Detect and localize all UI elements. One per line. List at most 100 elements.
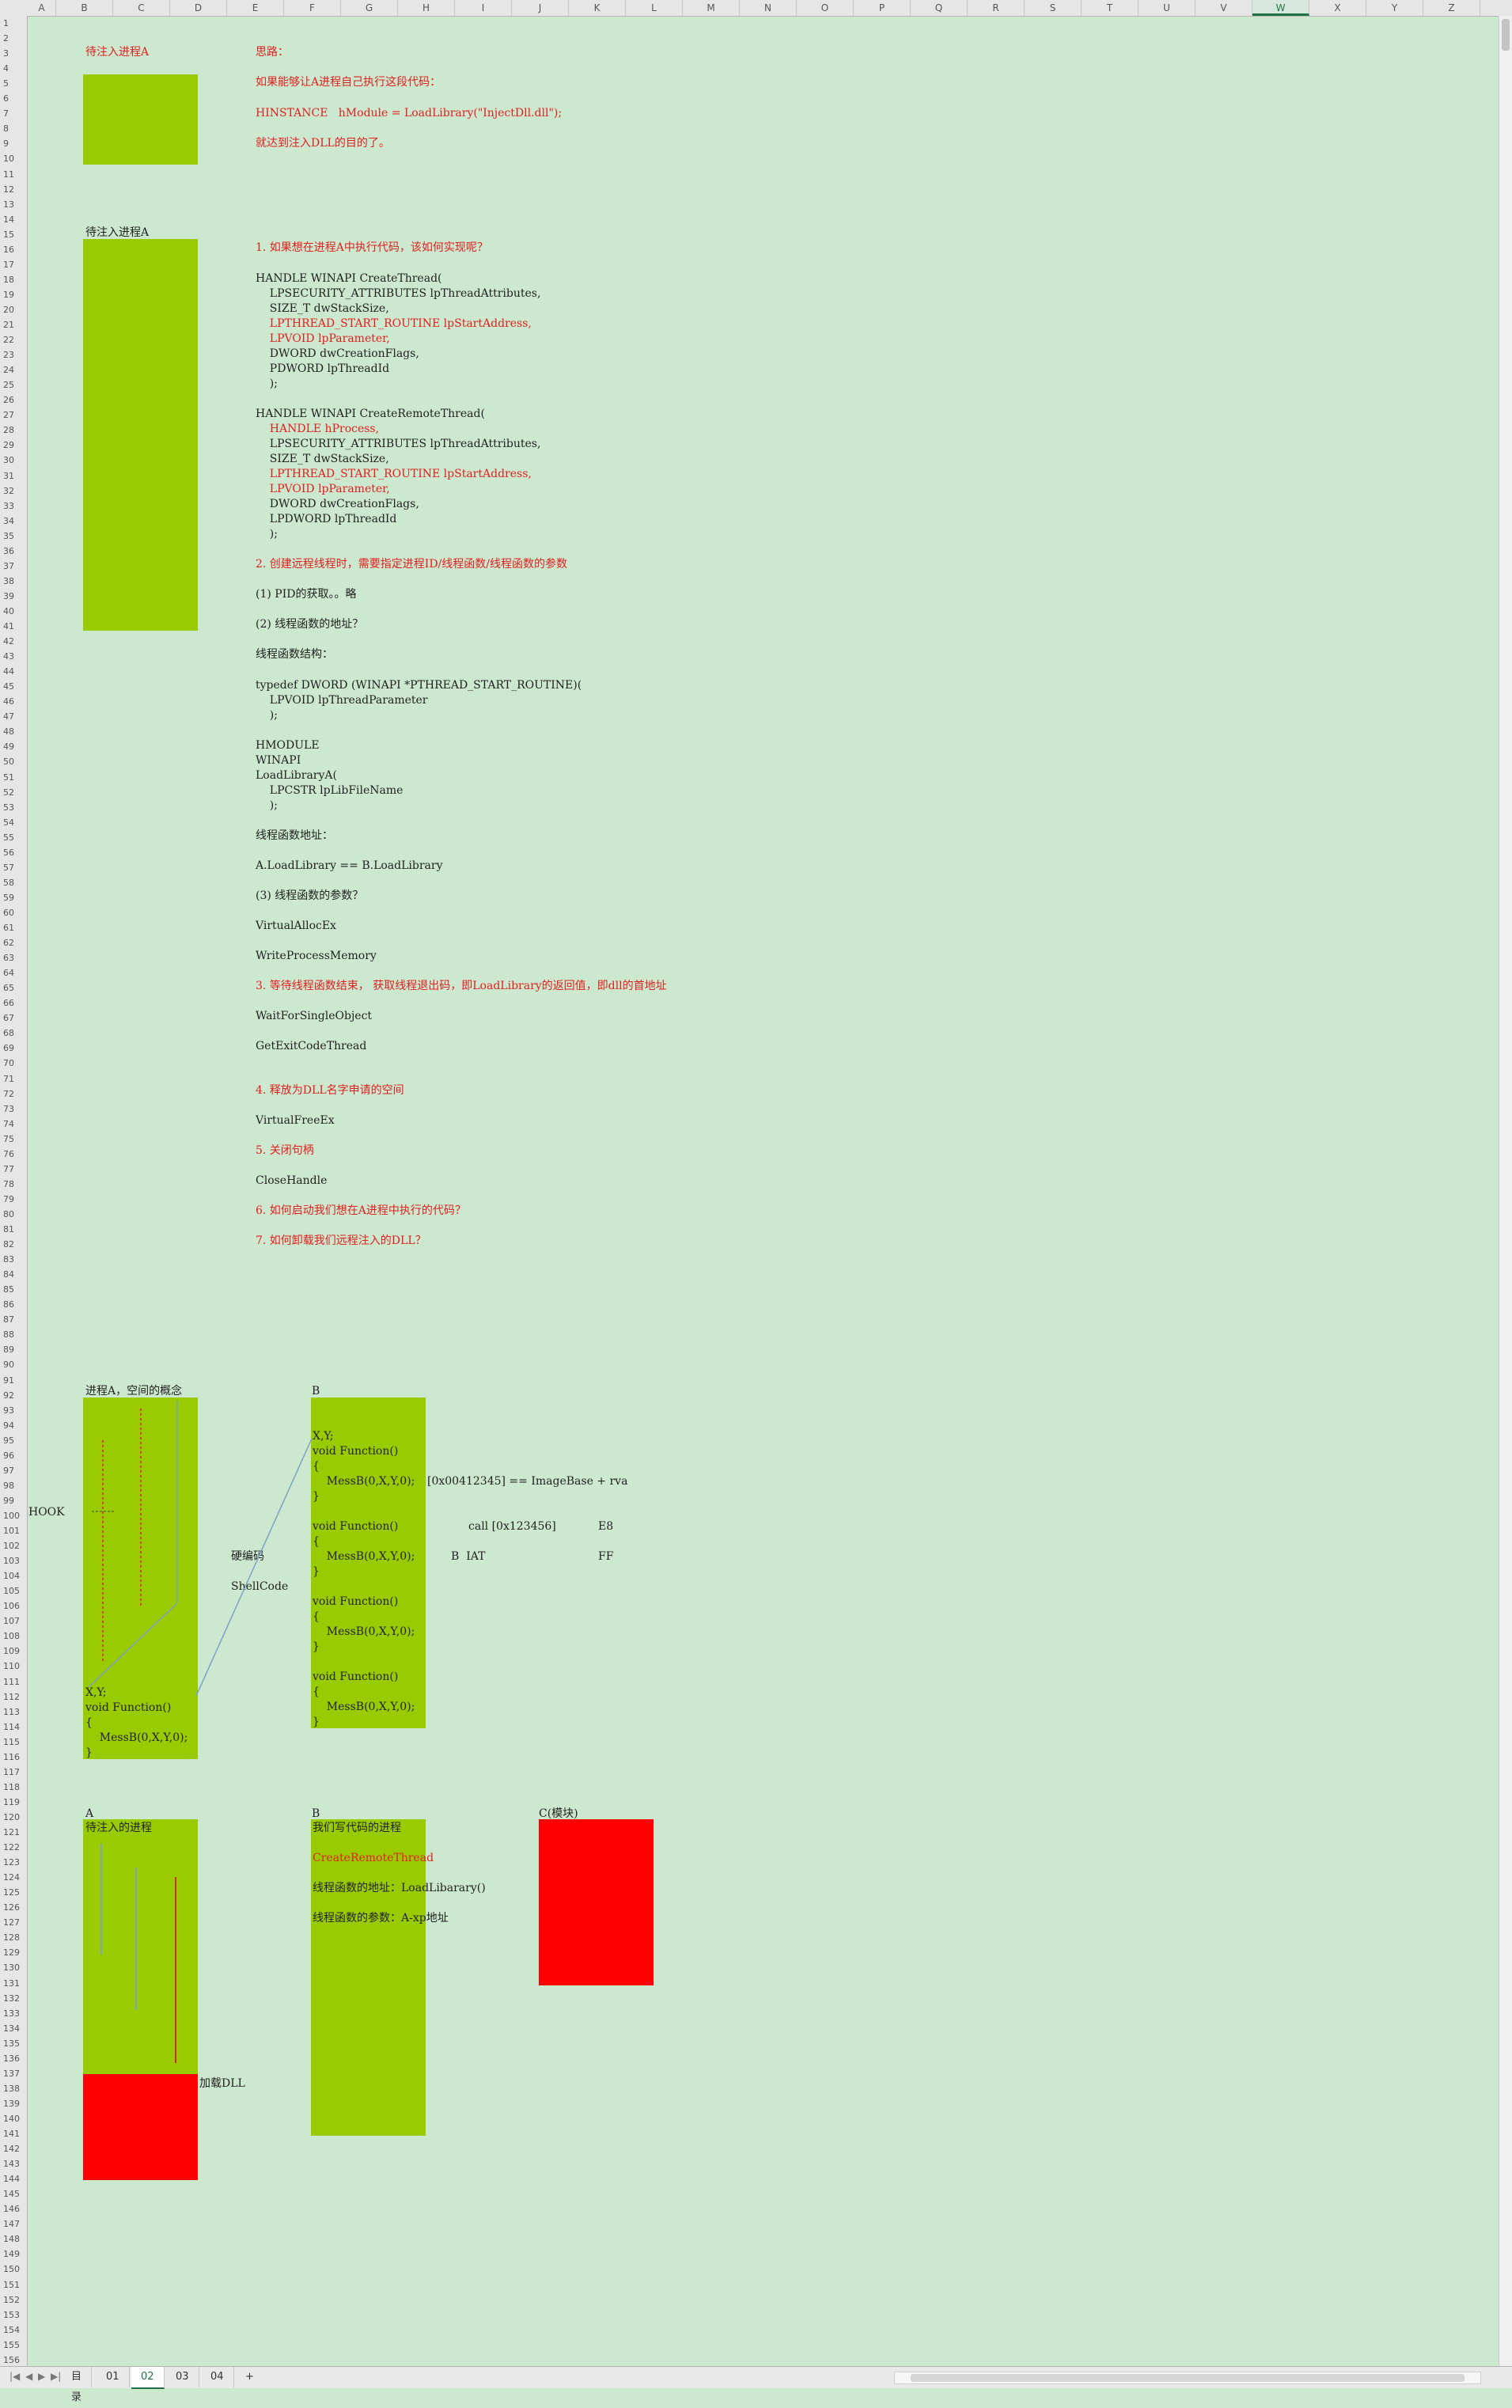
row-header[interactable]: 96 (3, 1450, 14, 1461)
row-header[interactable]: 63 (3, 953, 14, 964)
column-header-N[interactable]: N (740, 0, 797, 16)
row-header[interactable]: 132 (3, 1993, 20, 2004)
row-header[interactable]: 1 (3, 18, 9, 28)
column-header-L[interactable]: L (626, 0, 683, 16)
row-header[interactable]: 103 (3, 1556, 20, 1567)
column-header-C[interactable]: C (113, 0, 170, 16)
row-header[interactable]: 46 (3, 696, 14, 707)
row-header[interactable]: 90 (3, 1359, 14, 1371)
row-header[interactable]: 44 (3, 666, 14, 677)
row-header[interactable]: 35 (3, 530, 14, 541)
row-header[interactable]: 37 (3, 560, 14, 571)
row-header[interactable]: 25 (3, 380, 14, 391)
vertical-scroll-thumb[interactable] (1502, 19, 1510, 51)
row-header[interactable]: 125 (3, 1887, 20, 1898)
row-header[interactable]: 108 (3, 1631, 20, 1642)
row-header[interactable]: 31 (3, 470, 14, 481)
row-header[interactable]: 65 (3, 983, 14, 994)
last-sheet-icon[interactable]: ▶| (51, 2371, 62, 2382)
row-header[interactable]: 43 (3, 651, 14, 662)
column-header-Q[interactable]: Q (911, 0, 968, 16)
row-header[interactable]: 56 (3, 847, 14, 858)
row-header[interactable]: 54 (3, 817, 14, 828)
sheet-tab-目录[interactable]: 目录 (62, 2367, 93, 2403)
row-header[interactable]: 15 (3, 229, 14, 240)
row-header[interactable]: 24 (3, 365, 14, 376)
row-header[interactable]: 68 (3, 1028, 14, 1039)
row-header[interactable]: 143 (3, 2159, 20, 2170)
row-header[interactable]: 22 (3, 335, 14, 346)
row-header[interactable]: 32 (3, 485, 14, 496)
sheet-tab-03[interactable]: 03 (166, 2367, 199, 2387)
horizontal-scrollbar[interactable] (894, 2372, 1481, 2384)
row-header[interactable]: 12 (3, 184, 14, 195)
column-header-I[interactable]: I (455, 0, 512, 16)
row-header[interactable]: 75 (3, 1133, 14, 1144)
row-header[interactable]: 133 (3, 2008, 20, 2019)
row-header[interactable]: 122 (3, 1842, 20, 1853)
row-header[interactable]: 70 (3, 1058, 14, 1069)
row-header[interactable]: 123 (3, 1857, 20, 1868)
row-header[interactable]: 148 (3, 2234, 20, 2245)
row-header[interactable]: 97 (3, 1465, 14, 1476)
column-header-B[interactable]: B (56, 0, 113, 16)
row-header[interactable]: 145 (3, 2189, 20, 2200)
row-header[interactable]: 30 (3, 455, 14, 466)
column-header-X[interactable]: X (1309, 0, 1366, 16)
row-header[interactable]: 139 (3, 2098, 20, 2109)
row-header[interactable]: 89 (3, 1344, 14, 1356)
column-header-A[interactable]: A (28, 0, 56, 16)
row-header[interactable]: 36 (3, 545, 14, 556)
row-header[interactable]: 74 (3, 1118, 14, 1129)
row-header[interactable]: 149 (3, 2249, 20, 2260)
row-header[interactable]: 14 (3, 214, 14, 225)
sheet-grid[interactable] (28, 16, 1499, 2366)
row-header[interactable]: 112 (3, 1691, 20, 1702)
row-header[interactable]: 72 (3, 1088, 14, 1099)
add-sheet-button[interactable]: + (245, 2371, 254, 2383)
row-header[interactable]: 78 (3, 1178, 14, 1189)
row-header[interactable]: 114 (3, 1721, 20, 1732)
row-header[interactable]: 49 (3, 741, 14, 753)
row-header[interactable]: 73 (3, 1103, 14, 1114)
row-header[interactable]: 147 (3, 2219, 20, 2230)
row-header[interactable]: 77 (3, 1163, 14, 1174)
row-header[interactable]: 16 (3, 244, 14, 255)
column-header-M[interactable]: M (683, 0, 740, 16)
row-header[interactable]: 127 (3, 1917, 20, 1928)
row-header[interactable]: 82 (3, 1239, 14, 1250)
row-header[interactable]: 55 (3, 832, 14, 843)
column-header-U[interactable]: U (1139, 0, 1196, 16)
row-header[interactable]: 106 (3, 1601, 20, 1612)
row-header[interactable]: 10 (3, 154, 14, 165)
row-header[interactable]: 11 (3, 169, 14, 180)
row-header[interactable]: 57 (3, 862, 14, 873)
row-header[interactable]: 153 (3, 2309, 20, 2320)
row-header[interactable]: 115 (3, 1736, 20, 1747)
row-header[interactable]: 119 (3, 1796, 20, 1807)
row-header[interactable]: 137 (3, 2068, 20, 2079)
row-header[interactable]: 58 (3, 877, 14, 888)
row-header[interactable]: 121 (3, 1827, 20, 1837)
row-header[interactable]: 80 (3, 1208, 14, 1219)
row-header[interactable]: 135 (3, 2038, 20, 2049)
row-header[interactable]: 138 (3, 2083, 20, 2094)
row-header[interactable]: 81 (3, 1224, 14, 1234)
row-header[interactable]: 69 (3, 1043, 14, 1054)
row-header[interactable]: 53 (3, 802, 14, 813)
column-header-W[interactable]: W (1252, 0, 1309, 16)
row-header[interactable]: 146 (3, 2204, 20, 2215)
row-header[interactable]: 129 (3, 1947, 20, 1959)
row-header[interactable]: 76 (3, 1148, 14, 1159)
row-header[interactable]: 107 (3, 1616, 20, 1627)
row-header[interactable]: 136 (3, 2053, 20, 2064)
row-header[interactable]: 60 (3, 907, 14, 918)
row-header[interactable]: 79 (3, 1193, 14, 1204)
row-header[interactable]: 59 (3, 892, 14, 903)
next-sheet-icon[interactable]: ▶ (38, 2371, 46, 2382)
row-header[interactable]: 34 (3, 515, 14, 526)
prev-sheet-icon[interactable]: ◀ (25, 2371, 33, 2382)
row-header[interactable]: 88 (3, 1329, 14, 1341)
row-header[interactable]: 42 (3, 636, 14, 647)
row-header[interactable]: 116 (3, 1751, 20, 1762)
